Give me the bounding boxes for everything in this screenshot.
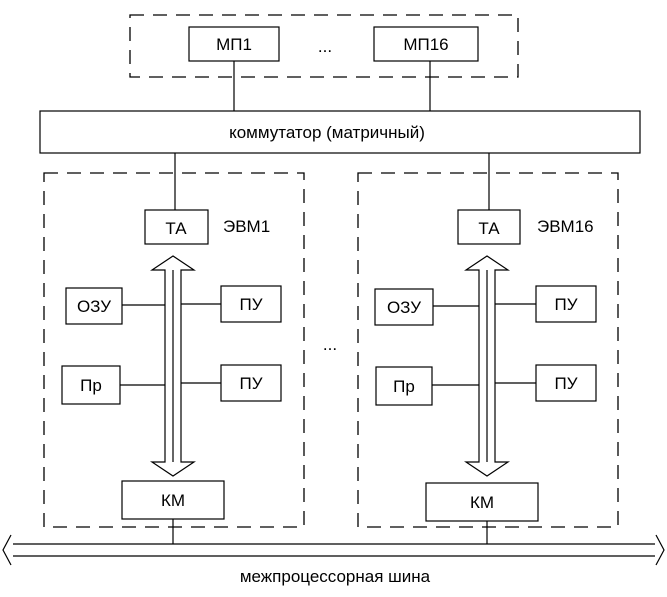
computer-16-io-top-label: ПУ <box>554 295 577 314</box>
computer-1-name: ЭВМ1 <box>223 217 270 236</box>
computer-1-ram-box <box>65 287 123 325</box>
memory-modules-ellipsis: ... <box>318 37 332 56</box>
computer-16-io-bottom-label: ПУ <box>554 374 577 393</box>
computer-16-processor-label: Пр <box>393 377 415 396</box>
memory-module-last-box <box>373 26 479 62</box>
computer-16-channel-label: КМ <box>470 493 494 512</box>
computer-16-processor-box <box>375 366 433 406</box>
switch-box <box>39 110 641 154</box>
computer-1-channel-box <box>121 480 225 520</box>
computer-1-processor-label: Пр <box>80 376 102 395</box>
bus-label: межпроцессорная шина <box>240 567 431 586</box>
computer-16-ram-box <box>374 288 434 326</box>
computer-1-adapter-box <box>144 209 209 245</box>
computer-16-channel-box <box>425 482 539 522</box>
memory-module-first-label: МП1 <box>216 35 252 54</box>
computer-16-adapter-box <box>457 209 521 245</box>
computer-16-boundary <box>357 172 619 528</box>
switch-label: коммутатор (матричный) <box>229 123 425 142</box>
computer-16-group: ТА ЭВМ16 ОЗУ ПУ Пр ПУ КМ <box>357 172 619 544</box>
computer-16-adapter-label: ТА <box>478 219 500 238</box>
computer-1-boundary <box>43 172 305 528</box>
computer-1-ram-label: ОЗУ <box>77 297 111 316</box>
memory-module-last-label: МП16 <box>403 35 448 54</box>
computer-1-channel-label: КМ <box>161 491 185 510</box>
computer-16-name: ЭВМ16 <box>537 217 594 236</box>
memory-modules-group <box>129 14 519 78</box>
computer-1-io-bottom-label: ПУ <box>239 374 262 393</box>
interprocessor-bus-arrow <box>2 534 665 566</box>
computer-16-io-top-box <box>535 285 597 323</box>
computer-16-ram-label: ОЗУ <box>387 298 421 317</box>
computer-16-io-bottom-box <box>535 364 597 402</box>
computer-1-processor-box <box>61 365 121 405</box>
computer-1-io-top-box <box>220 285 282 323</box>
bus-arrowhead-right <box>655 534 665 566</box>
computers-ellipsis: ... <box>323 335 337 354</box>
computer-1-group: ТА ЭВМ1 ОЗУ ПУ Пр ПУ КМ <box>43 172 305 544</box>
bus-arrowhead-left <box>2 534 12 566</box>
computer-1-adapter-label: ТА <box>165 219 187 238</box>
computer-1-io-top-label: ПУ <box>239 295 262 314</box>
